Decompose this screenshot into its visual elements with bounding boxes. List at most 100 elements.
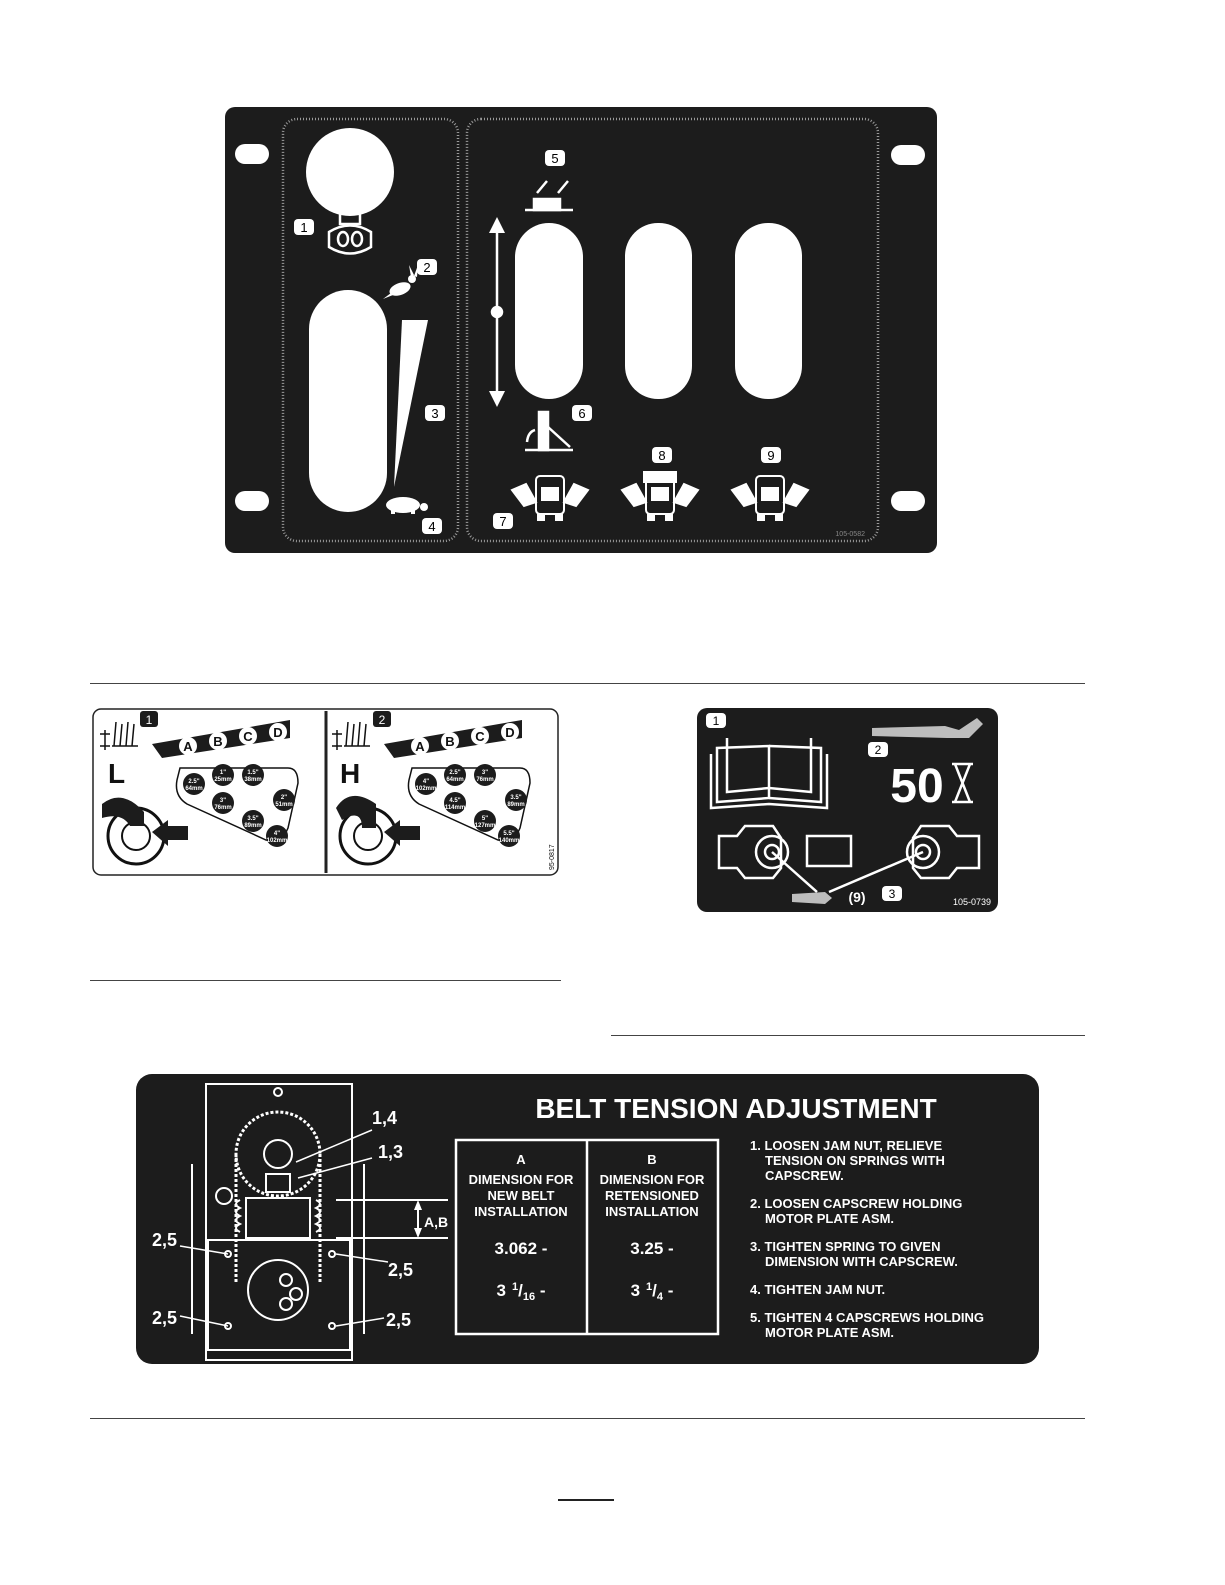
- page-number-bar: [558, 1499, 614, 1501]
- svg-text:2.5": 2.5": [449, 770, 460, 776]
- callout-6: 6: [572, 405, 592, 421]
- svg-text:A: A: [183, 739, 193, 754]
- svg-text:2,5: 2,5: [152, 1308, 177, 1328]
- svg-text:8: 8: [658, 448, 665, 463]
- svg-text:MOTOR PLATE ASM.: MOTOR PLATE ASM.: [765, 1325, 894, 1340]
- svg-text:114mm: 114mm: [445, 805, 465, 811]
- panel-high: 2 H A B C D 4"102mm 2.5"64mm 3"76mm 4.5"…: [332, 711, 531, 866]
- svg-text:CAPSCREW.: CAPSCREW.: [765, 1168, 844, 1183]
- svg-text:31/16 -: 31/16 -: [497, 1281, 546, 1303]
- callout-4: 4: [422, 518, 442, 534]
- book-icon: [709, 738, 829, 810]
- svg-text:2,5: 2,5: [386, 1310, 411, 1330]
- belt-tension-decal: 1,4 1,3 A,B 2,5 2,5 2,5 2,5 BELT TENSION…: [136, 1074, 1039, 1364]
- svg-text:5.5": 5.5": [503, 831, 514, 837]
- callout-3: 3: [882, 886, 902, 901]
- svg-text:1,4: 1,4: [372, 1108, 397, 1128]
- svg-text:4. TIGHTEN JAM NUT.: 4. TIGHTEN JAM NUT.: [750, 1282, 885, 1297]
- svg-text:D: D: [273, 725, 282, 740]
- svg-text:1,3: 1,3: [378, 1142, 403, 1162]
- svg-text:2.5": 2.5": [188, 779, 199, 785]
- svg-text:B: B: [213, 734, 222, 749]
- svg-text:1. LOOSEN JAM NUT, RELIEVE: 1. LOOSEN JAM NUT, RELIEVE: [750, 1138, 942, 1153]
- svg-text:89mm: 89mm: [507, 802, 524, 808]
- svg-text:9: 9: [767, 448, 774, 463]
- svg-text:3: 3: [431, 406, 438, 421]
- svg-text:64mm: 64mm: [185, 786, 202, 792]
- svg-text:102mm: 102mm: [267, 838, 288, 844]
- callout-9: 9: [761, 447, 781, 463]
- callout-7: 7: [493, 513, 513, 529]
- callout-8: 8: [652, 447, 672, 463]
- svg-text:3": 3": [220, 798, 226, 804]
- height-of-cut-decal: 1 L A B C D 2.5"64mm 1"25mm 1.5"38mm 3"7…: [92, 708, 559, 876]
- svg-text:DIMENSION WITH CAPSCREW.: DIMENSION WITH CAPSCREW.: [765, 1254, 958, 1269]
- svg-text:H: H: [340, 758, 360, 789]
- svg-text:C: C: [243, 729, 253, 744]
- section-rule: [90, 683, 1085, 684]
- callout-2: 2: [868, 742, 888, 757]
- svg-text:140mm: 140mm: [499, 838, 520, 844]
- section-rule: [90, 980, 561, 981]
- svg-text:3.25 -: 3.25 -: [630, 1239, 673, 1258]
- svg-text:4.5": 4.5": [449, 798, 460, 804]
- svg-text:3.5": 3.5": [510, 795, 521, 801]
- svg-text:DIMENSION FOR: DIMENSION FOR: [600, 1172, 705, 1187]
- svg-text:5. TIGHTEN 4 CAPSCREWS HOLDING: 5. TIGHTEN 4 CAPSCREWS HOLDING: [750, 1310, 984, 1325]
- svg-text:2: 2: [875, 743, 882, 757]
- svg-text:89mm: 89mm: [244, 823, 261, 829]
- svg-text:INSTALLATION: INSTALLATION: [605, 1204, 698, 1219]
- svg-text:2. LOOSEN CAPSCREW HOLDING: 2. LOOSEN CAPSCREW HOLDING: [750, 1196, 962, 1211]
- svg-text:2,5: 2,5: [388, 1260, 413, 1280]
- svg-text:TENSION ON SPRINGS WITH: TENSION ON SPRINGS WITH: [765, 1153, 945, 1168]
- svg-text:D: D: [505, 725, 514, 740]
- svg-text:102mm: 102mm: [416, 786, 437, 792]
- grease-gun-icon: [872, 718, 983, 738]
- column-a: A DIMENSION FOR NEW BELT INSTALLATION 3.…: [469, 1152, 574, 1303]
- svg-text:NEW BELT: NEW BELT: [488, 1188, 555, 1203]
- svg-text:3": 3": [482, 770, 488, 776]
- callout-1: 1: [706, 713, 726, 728]
- svg-text:76mm: 76mm: [476, 777, 493, 783]
- svg-text:4": 4": [274, 831, 280, 837]
- svg-text:MOTOR PLATE ASM.: MOTOR PLATE ASM.: [765, 1211, 894, 1226]
- svg-text:B: B: [647, 1152, 656, 1167]
- hours-value: 50: [890, 760, 943, 813]
- svg-text:2": 2": [281, 795, 287, 801]
- svg-text:1: 1: [300, 220, 307, 235]
- grease-decal: 1 2 50 (9) 3 105-0739: [697, 708, 998, 912]
- svg-text:INSTALLATION: INSTALLATION: [474, 1204, 567, 1219]
- svg-text:51mm: 51mm: [275, 802, 292, 808]
- svg-text:5": 5": [482, 816, 488, 822]
- instruction-steps: 1. LOOSEN JAM NUT, RELIEVE TENSION ON SP…: [750, 1138, 984, 1340]
- svg-text:3.062 -: 3.062 -: [495, 1239, 548, 1258]
- svg-text:L: L: [108, 758, 125, 789]
- svg-text:38mm: 38mm: [244, 777, 261, 783]
- svg-text:7: 7: [499, 514, 506, 529]
- callout-1: 1: [294, 219, 314, 235]
- svg-text:A,B: A,B: [424, 1214, 448, 1230]
- svg-text:2: 2: [423, 260, 430, 275]
- section-rule: [611, 1035, 1085, 1036]
- svg-text:3.5": 3.5": [247, 816, 258, 822]
- section-rule: [90, 1418, 1085, 1419]
- svg-text:127mm: 127mm: [475, 823, 496, 829]
- part-number: 105-0582: [835, 531, 865, 538]
- callout-2: 2: [417, 259, 437, 275]
- svg-text:1": 1": [220, 770, 226, 776]
- svg-text:A: A: [516, 1152, 526, 1167]
- svg-text:3. TIGHTEN SPRING TO GIVEN: 3. TIGHTEN SPRING TO GIVEN: [750, 1239, 940, 1254]
- svg-text:25mm: 25mm: [214, 777, 231, 783]
- svg-text:6: 6: [578, 406, 585, 421]
- callout-5: 5: [545, 150, 565, 166]
- svg-text:2,5: 2,5: [152, 1230, 177, 1250]
- svg-text:4: 4: [428, 519, 435, 534]
- svg-text:1: 1: [713, 714, 720, 728]
- svg-text:A: A: [415, 739, 425, 754]
- part-number: 105-0739: [953, 897, 991, 907]
- svg-text:C: C: [475, 729, 485, 744]
- hourglass-icon: [952, 762, 973, 804]
- decal-title: BELT TENSION ADJUSTMENT: [535, 1093, 936, 1124]
- part-number: 95-0817: [549, 844, 556, 870]
- svg-text:B: B: [445, 734, 454, 749]
